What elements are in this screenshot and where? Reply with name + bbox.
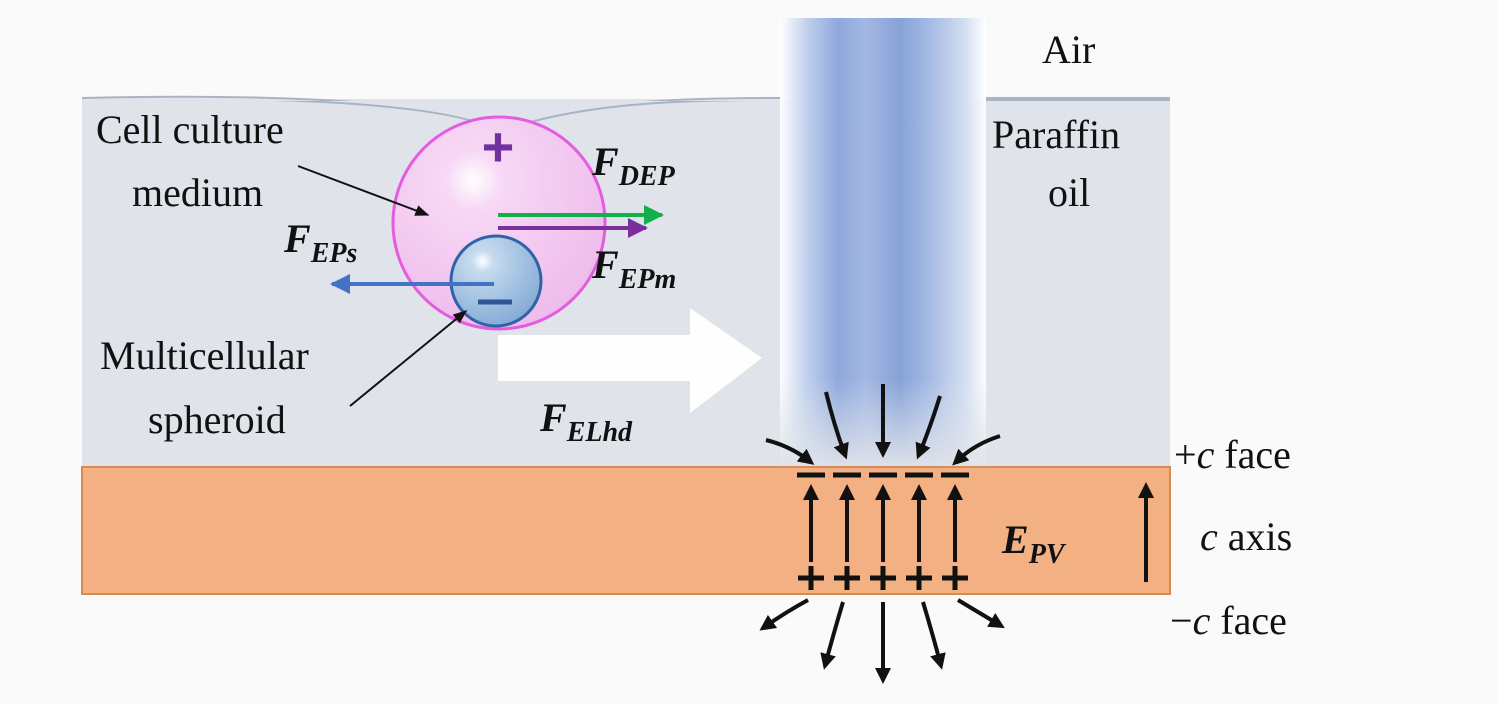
medium-label-line2: medium [132,170,263,215]
field-lines-group [759,384,1005,684]
spheroid [449,234,543,328]
spheroid-label-line1: Multicellular [100,333,309,378]
elhd-force-label: FELhd [539,395,633,448]
minus-c-face-label: −c face [1170,598,1287,643]
spheroid-label-line2: spheroid [148,397,286,442]
droplet-charge: + [482,115,515,178]
outgoing-field-line [759,598,809,631]
outgoing-field-line [956,598,1005,629]
elhd-flow-arrow [498,308,762,413]
incoming-field-line [824,391,849,460]
outgoing-field-line [820,601,845,670]
crystal-substrate [81,466,1171,595]
air-label: Air [1042,27,1095,72]
medium-label-line1: Cell culture [96,107,284,152]
medium-droplet [391,115,607,331]
epv-field-label: EPV [1001,517,1067,570]
paraffin-label-line2: oil [1048,170,1090,215]
medium-leader-line [297,165,430,216]
oil-region [82,99,1170,467]
incoming-field-line [915,395,942,460]
incoming-field-line [765,438,815,465]
epm-force-label: FEPm [591,242,676,295]
spheroid-leader-line [349,310,468,407]
incoming-field-line [952,434,1001,466]
outgoing-field-line [921,601,946,670]
eps-force-label: FEPs [283,216,357,269]
c-axis-label: c axis [1200,514,1292,559]
plus-c-face-label: +c face [1174,432,1291,477]
paraffin-label-line1: Paraffin [992,112,1120,157]
dep-force-label: FDEP [591,139,676,192]
